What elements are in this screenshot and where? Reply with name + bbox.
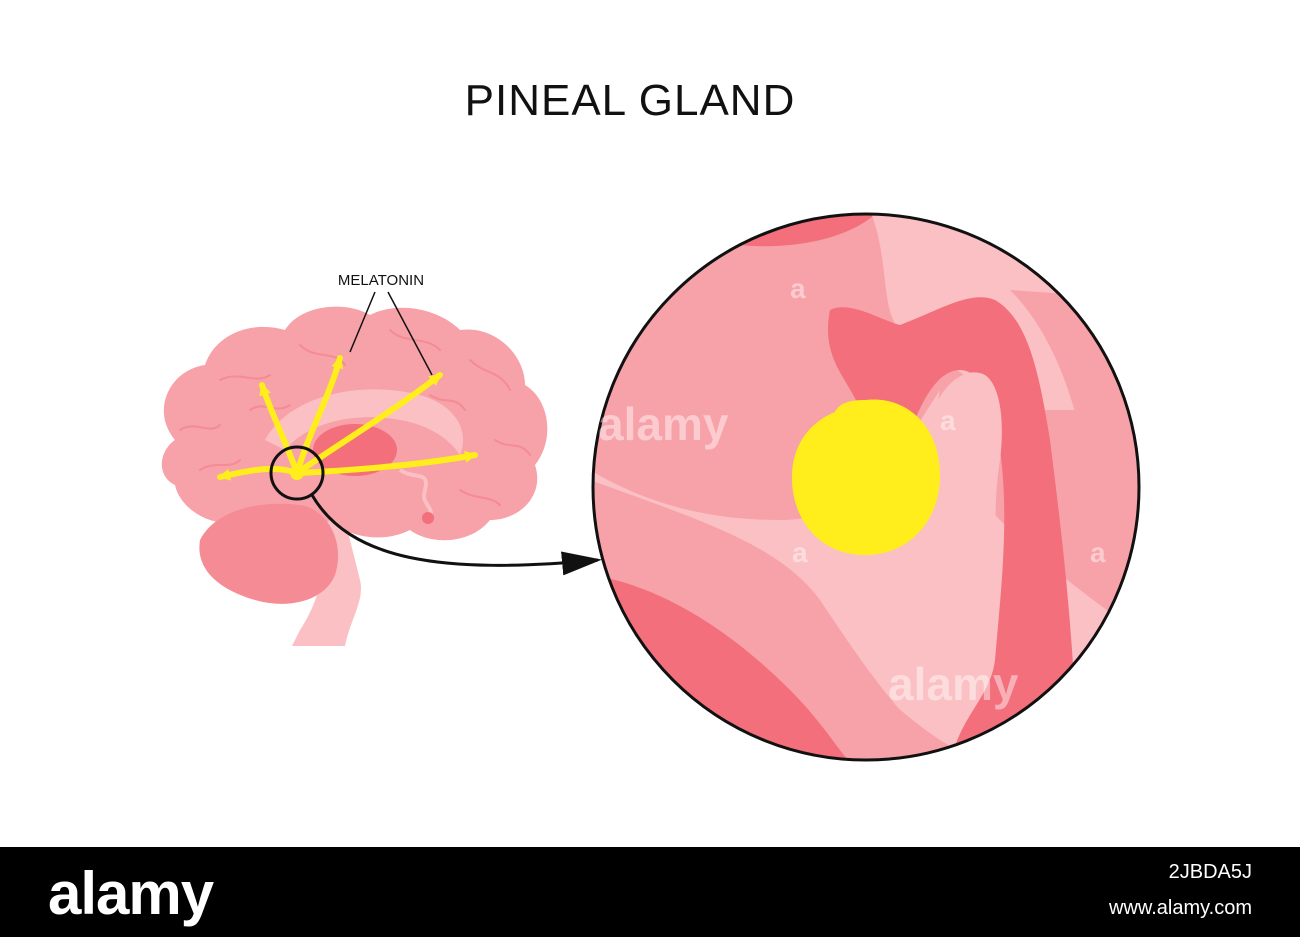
svg-text:a: a bbox=[1092, 273, 1108, 304]
page-title: PINEAL GLAND bbox=[464, 76, 796, 125]
melatonin-leader-lines bbox=[349, 291, 433, 376]
pineal-gland-diagram: MELATONIN alamy alamy a a a a bbox=[161, 212, 1141, 762]
brain-illustration bbox=[161, 306, 548, 646]
footer-image-id: 2JBDA5J bbox=[1168, 861, 1252, 883]
melatonin-arrow bbox=[294, 450, 478, 476]
cerebellum bbox=[199, 503, 339, 604]
zoom-pointer-arrow bbox=[310, 494, 602, 576]
footer-url: www.alamy.com bbox=[1109, 897, 1252, 919]
pineal-gland-small bbox=[290, 466, 304, 480]
svg-text:a: a bbox=[940, 405, 956, 436]
melatonin-arrow bbox=[294, 355, 344, 476]
pineal-highlight-circle bbox=[269, 445, 325, 501]
watermark: alamy alamy a a a a a bbox=[598, 273, 1108, 710]
pineal-gland bbox=[792, 399, 940, 555]
melatonin-arrow bbox=[294, 372, 443, 476]
watermark-footer-bar: alamy 2JBDA5J www.alamy.com bbox=[0, 847, 1300, 937]
corpus-callosum bbox=[265, 389, 464, 455]
svg-text:alamy: alamy bbox=[598, 398, 729, 450]
pituitary bbox=[422, 512, 434, 524]
footer-logo: alamy bbox=[48, 860, 214, 927]
svg-text:a: a bbox=[790, 273, 806, 304]
cerebrum bbox=[161, 306, 548, 541]
svg-text:a: a bbox=[792, 537, 808, 568]
thalamus bbox=[313, 424, 397, 476]
svg-text:alamy: alamy bbox=[888, 658, 1019, 710]
melatonin-arrow bbox=[259, 382, 300, 476]
magnify-circle-outline bbox=[591, 212, 1141, 762]
melatonin-label: MELATONIN bbox=[338, 272, 424, 289]
svg-text:a: a bbox=[1090, 537, 1106, 568]
